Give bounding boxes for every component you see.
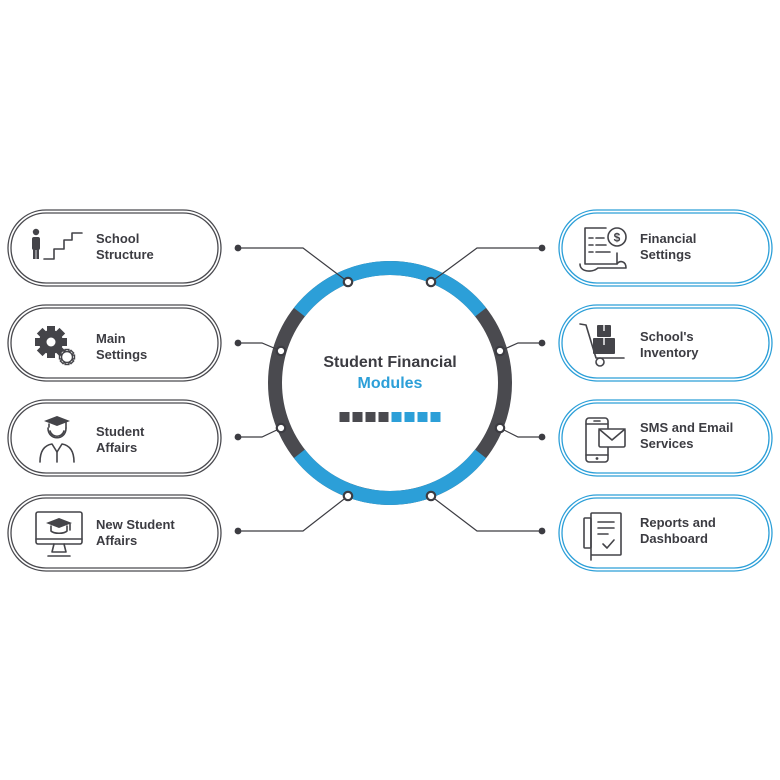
module-label-line2: Structure xyxy=(96,247,154,262)
connector-endpoint xyxy=(538,527,546,535)
ring-node xyxy=(425,276,437,288)
module-school-structure[interactable]: School Structure xyxy=(7,209,222,287)
svg-text:$: $ xyxy=(614,231,621,245)
module-schools-inventory[interactable]: School's Inventory xyxy=(558,304,773,382)
connector-endpoint xyxy=(234,339,242,347)
module-label-line2: Settings xyxy=(640,247,691,262)
module-label-line1: School xyxy=(96,231,139,246)
center-ring xyxy=(268,261,512,505)
ring-node xyxy=(494,345,506,357)
connector-endpoint xyxy=(538,244,546,252)
module-label-line2: Affairs xyxy=(96,440,137,455)
connector-endpoint xyxy=(538,339,546,347)
gear-icon xyxy=(35,326,76,366)
module-label-line1: Student xyxy=(96,424,145,439)
module-financial-settings[interactable]: $ Financial Settings xyxy=(558,209,773,287)
module-label-line2: Dashboard xyxy=(640,531,708,546)
report-document-icon xyxy=(583,512,622,561)
connector-endpoint xyxy=(234,527,242,535)
progress-square xyxy=(404,412,415,422)
ring-node xyxy=(342,276,354,288)
module-reports-and-dashboard[interactable]: Reports and Dashboard xyxy=(558,494,773,572)
connector-endpoint xyxy=(234,244,242,252)
connector-line xyxy=(238,427,282,438)
phone-mail-icon xyxy=(585,417,626,463)
progress-square xyxy=(378,412,389,422)
connector-line xyxy=(238,247,349,283)
progress-indicator xyxy=(339,412,441,422)
connector-line xyxy=(499,427,542,438)
ring-node xyxy=(275,345,287,357)
ring-node xyxy=(425,490,437,502)
module-sms-and-email-services[interactable]: SMS and Email Services xyxy=(558,399,773,477)
module-label-line2: Affairs xyxy=(96,533,137,548)
graduate-icon xyxy=(39,416,75,463)
module-new-student-affairs[interactable]: New Student Affairs xyxy=(7,494,222,572)
center-title: Student Financial xyxy=(323,354,456,371)
connector-line xyxy=(238,495,349,532)
module-label-line2: Settings xyxy=(96,347,147,362)
ring-node xyxy=(342,490,354,502)
ring-node xyxy=(494,422,506,434)
module-student-affairs[interactable]: Student Affairs xyxy=(7,399,222,477)
monitor-graduation-cap-icon xyxy=(35,511,83,557)
connector-line xyxy=(430,495,542,532)
progress-square xyxy=(430,412,441,422)
connector-endpoint xyxy=(538,433,546,441)
module-label-line1: New Student xyxy=(96,517,175,532)
module-label-line1: SMS and Email xyxy=(640,420,733,435)
module-label-line2: Inventory xyxy=(640,345,699,360)
progress-square xyxy=(365,412,376,422)
module-label-line1: Main xyxy=(96,331,126,346)
module-label-line1: Reports and xyxy=(640,515,716,530)
invoice-dollar-icon: $ xyxy=(579,227,627,272)
progress-square xyxy=(352,412,363,422)
connector-line xyxy=(238,342,282,352)
ring-top-arc xyxy=(293,261,487,317)
ring-bottom-arc xyxy=(293,449,487,505)
connector-line xyxy=(499,342,542,352)
module-label-line2: Services xyxy=(640,436,694,451)
progress-square xyxy=(391,412,402,422)
ring-node xyxy=(275,422,287,434)
module-label-line1: School's xyxy=(640,329,694,344)
progress-square xyxy=(417,412,428,422)
hand-truck-icon xyxy=(579,323,625,367)
progress-square xyxy=(339,412,350,422)
module-label-line1: Financial xyxy=(640,231,696,246)
connectors xyxy=(234,244,546,535)
stairs-person-icon xyxy=(32,228,83,260)
center-subtitle: Modules xyxy=(358,375,423,392)
connector-line xyxy=(430,247,542,283)
module-main-settings[interactable]: Main Settings xyxy=(7,304,222,382)
connector-endpoint xyxy=(234,433,242,441)
